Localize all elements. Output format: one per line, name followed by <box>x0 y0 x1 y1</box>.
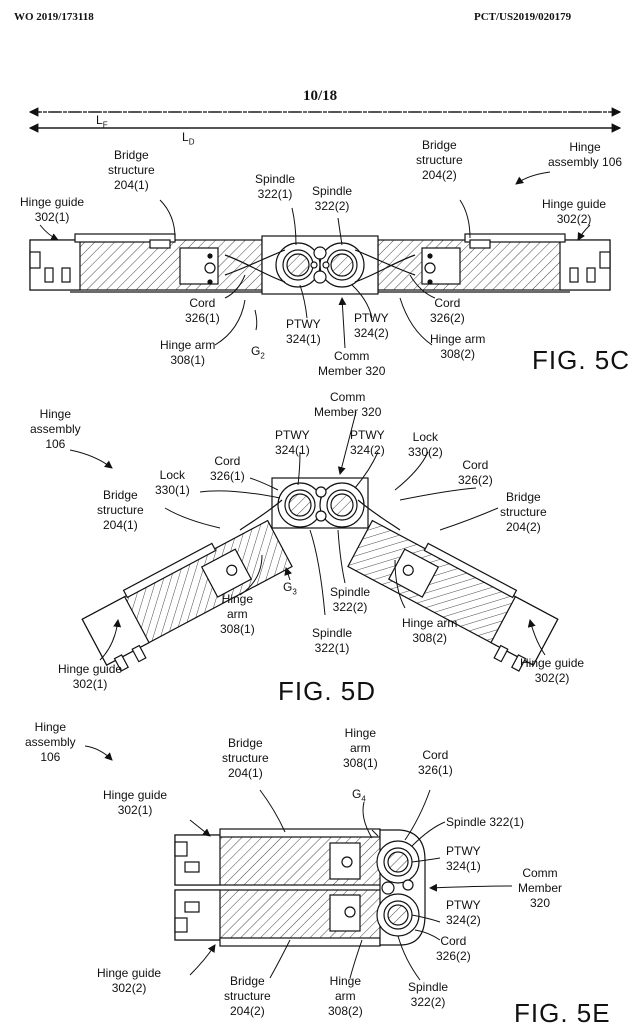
fig5d-hinge-arm-right: Hinge arm 308(2) <box>402 616 458 645</box>
fig5e-spindle-top: Spindle 322(1) <box>446 815 525 829</box>
fig5e-hinge-assembly: Hinge assembly 106 <box>25 720 76 764</box>
fig5e-ptwy-bottom: PTWY 324(2) <box>446 898 481 927</box>
fig5c-cord-left: Cord 326(1) <box>185 296 220 325</box>
fig5d-spindle-right: Spindle 322(2) <box>330 585 371 614</box>
fig5d-ptwy-left: PTWY 324(1) <box>275 428 310 457</box>
fig5c-hinge-arm-right: Hinge arm 308(2) <box>430 332 486 361</box>
fig-5c-leaders <box>39 171 591 349</box>
fig5c-caption: FIG. 5C <box>532 345 631 375</box>
fig5d-caption: FIG. 5D <box>278 676 377 706</box>
fig5e-ptwy-top: PTWY 324(1) <box>446 844 481 873</box>
fig-5e-leaders <box>84 745 513 981</box>
fig5e-cord-bottom: Cord 326(2) <box>436 934 471 963</box>
fig5c-ptwy-left: PTWY 324(1) <box>286 317 321 346</box>
sheet-number: 10/18 <box>303 88 338 104</box>
fig5e-gap-label: G4 <box>352 787 366 804</box>
fig5d-bridge-left: Bridge structure 204(1) <box>97 488 144 532</box>
fig5e-caption: FIG. 5E <box>514 998 611 1028</box>
fig5d-comm-member: Comm Member 320 <box>314 390 382 419</box>
application-number: PCT/US2019/020179 <box>474 11 572 23</box>
fig5e-comm-member: Comm Member 320 <box>518 866 563 910</box>
fig5e-bridge-bottom: Bridge structure 204(2) <box>224 974 271 1018</box>
fig5c-hinge-guide-left: Hinge guide 302(1) <box>20 195 85 224</box>
fig5c-ptwy-right: PTWY 324(2) <box>354 311 389 340</box>
fig-5d-drawing <box>81 477 559 672</box>
fig5d-hinge-guide-right: Hinge guide 302(2) <box>520 656 585 685</box>
fig5d-cord-left: Cord 326(1) <box>210 454 245 483</box>
fig5d-bridge-right: Bridge structure 204(2) <box>500 490 547 534</box>
fig5e-hinge-arm-top: Hinge arm 308(1) <box>343 726 378 770</box>
fig5e-hinge-guide-top: Hinge guide 302(1) <box>103 788 168 817</box>
fig5c-bridge-right: Bridge structure 204(2) <box>416 138 463 182</box>
fig5d-lock-right: Lock 330(2) <box>408 430 443 459</box>
publication-number: WO 2019/173118 <box>14 11 94 23</box>
fig5c-bridge-left: Bridge structure 204(1) <box>108 148 155 192</box>
fig5c-spindle-left: Spindle 322(1) <box>255 172 296 201</box>
fig5c-gap-label: G2 <box>251 344 265 361</box>
fig5c-hinge-arm-left: Hinge arm 308(1) <box>160 338 216 367</box>
fig5d-gap-label: G3 <box>283 580 297 597</box>
fig-5c-drawing <box>29 233 611 295</box>
fig5e-spindle-bottom: Spindle 322(2) <box>408 980 449 1009</box>
fig5d-cord-right: Cord 326(2) <box>458 458 493 487</box>
fig5c-comm-member: Comm Member 320 <box>318 349 386 378</box>
fig5c-spindle-right: Spindle 322(2) <box>312 184 353 213</box>
dim-ld-label: LD <box>182 130 195 147</box>
fig5d-hinge-arm-left: Hinge arm 308(1) <box>220 592 255 636</box>
fig5d-hinge-assembly: Hinge assembly 106 <box>30 407 81 451</box>
fig5e-hinge-arm-bottom: Hinge arm 308(2) <box>328 974 363 1018</box>
fig5d-spindle-left: Spindle 322(1) <box>312 626 353 655</box>
fig5c-cord-right: Cord 326(2) <box>430 296 465 325</box>
fig5e-cord-top: Cord 326(1) <box>418 748 453 777</box>
fig5c-hinge-assembly: Hinge assembly 106 <box>548 140 623 169</box>
fig-5d-leaders <box>69 411 546 661</box>
dim-lf-label: LF <box>96 113 108 130</box>
fig5d-ptwy-right: PTWY 324(2) <box>350 428 385 457</box>
fig5c-hinge-guide-right: Hinge guide 302(2) <box>542 197 607 226</box>
fig5e-hinge-guide-bottom: Hinge guide 302(2) <box>97 966 162 995</box>
dimension-lines <box>28 107 622 133</box>
fig5d-hinge-guide-left: Hinge guide 302(1) <box>58 662 123 691</box>
fig-5e-drawing <box>174 828 426 947</box>
fig5d-lock-left: Lock 330(1) <box>155 468 190 497</box>
fig5e-bridge-top: Bridge structure 204(1) <box>222 736 269 780</box>
